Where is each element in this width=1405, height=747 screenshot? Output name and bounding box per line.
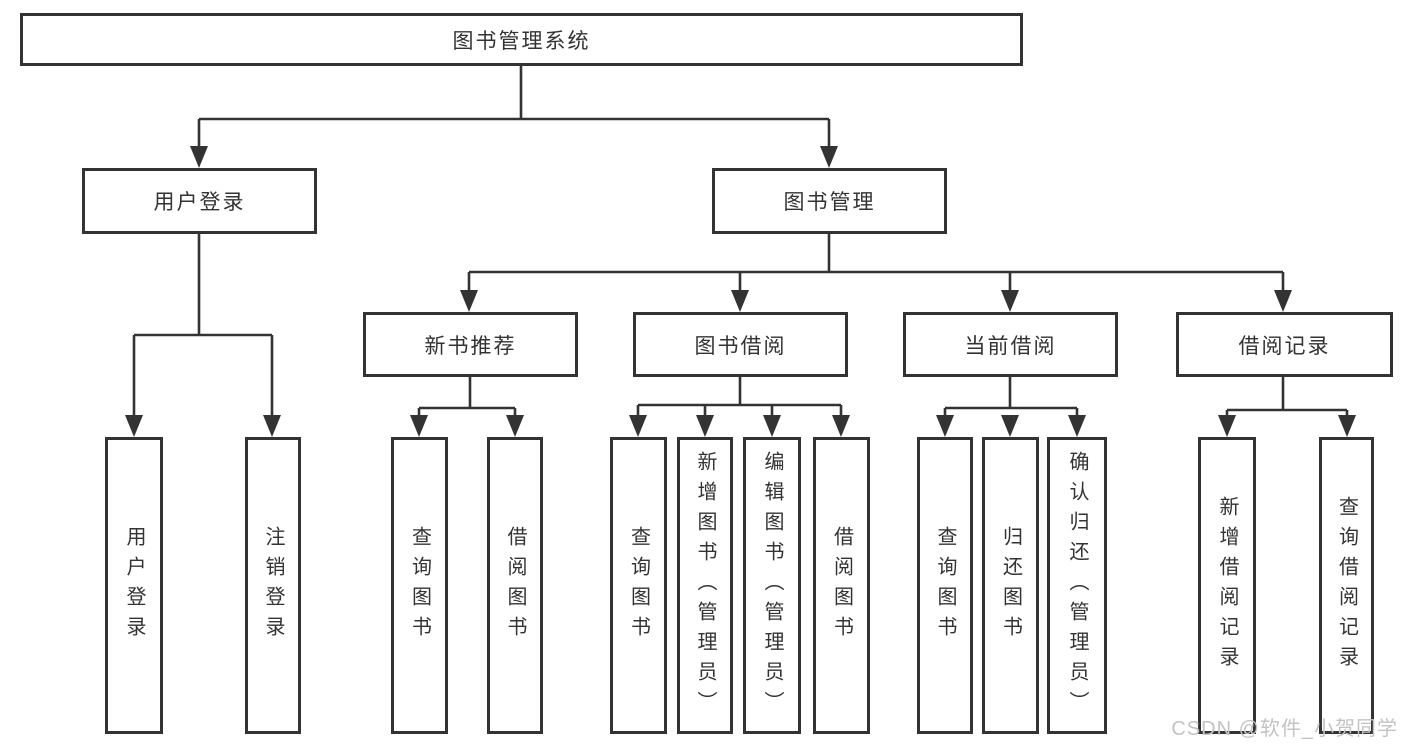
node-library-management-system: 图书管理系统 — [20, 13, 1023, 66]
csdn-watermark: CSDN @软件_小贺同学 — [1171, 718, 1398, 740]
leaf-add-book-admin: 新增图书（管理员） — [677, 437, 733, 734]
leaf-query-books-current: 查询图书 — [917, 437, 973, 734]
leaf-query-borrow-record: 查询借阅记录 — [1319, 437, 1374, 734]
connector-current-borrow-branch — [936, 377, 1086, 437]
connector-book-mgmt-branch — [460, 234, 1292, 312]
connector-user-login-branch — [125, 234, 281, 437]
node-book-management: 图书管理 — [712, 168, 947, 234]
node-user-login: 用户登录 — [82, 168, 317, 234]
leaf-borrow-books-recommend: 借阅图书 — [487, 437, 543, 734]
node-book-borrowing: 图书借阅 — [633, 312, 848, 377]
connector-borrow-record-branch — [1218, 377, 1356, 437]
leaf-return-book: 归还图书 — [982, 437, 1039, 734]
connector-new-book-branch — [410, 377, 524, 437]
leaf-query-books-borrowing: 查询图书 — [610, 437, 667, 734]
leaf-edit-book-admin: 编辑图书（管理员） — [743, 437, 801, 734]
node-current-borrowing: 当前借阅 — [903, 312, 1118, 377]
leaf-confirm-return-admin: 确认归还（管理员） — [1047, 437, 1107, 734]
leaf-borrow-books-borrowing: 借阅图书 — [813, 437, 870, 734]
leaf-logout: 注销登录 — [245, 437, 301, 734]
node-new-book-recommend: 新书推荐 — [363, 312, 578, 377]
leaf-add-borrow-record: 新增借阅记录 — [1198, 437, 1256, 734]
node-borrowing-records: 借阅记录 — [1176, 312, 1393, 377]
connector-book-borrow-branch — [629, 377, 850, 437]
connector-root-to-level1 — [190, 66, 838, 168]
leaf-query-books-recommend: 查询图书 — [391, 437, 448, 734]
leaf-user-login: 用户登录 — [105, 437, 163, 734]
